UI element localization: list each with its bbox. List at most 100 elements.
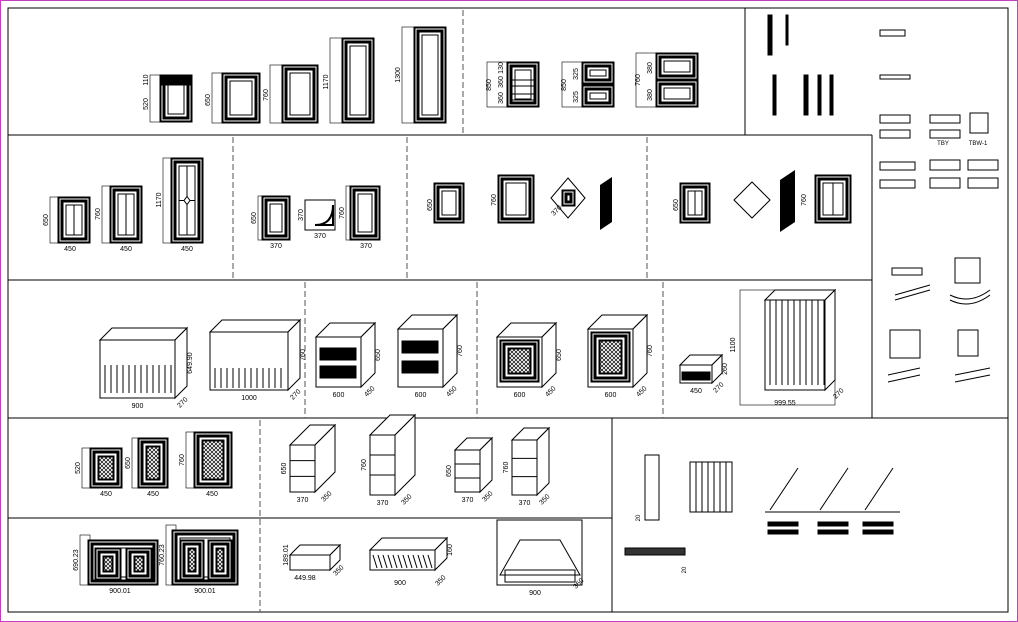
drawings [49, 14, 999, 586]
dimension-label: 650 [205, 94, 212, 106]
dimension-label: 760 [95, 208, 102, 220]
door-elevation [433, 182, 465, 224]
plate-rack-cabinet [98, 326, 189, 400]
open-shelf [453, 436, 494, 494]
dimension-label: 370 [377, 500, 389, 507]
dimension-label: 600 [605, 392, 617, 399]
dimension-label: 650 [251, 212, 258, 224]
dimension-label: 20 [636, 514, 642, 521]
dimension-label: 270 [712, 381, 725, 394]
dimension-label: 760 [300, 349, 307, 361]
dimension-label: 1170 [156, 192, 163, 207]
door-elevation [581, 84, 615, 108]
dimension-label: 450 [64, 246, 76, 253]
dimension-box [101, 185, 111, 244]
dimension-label: 520 [143, 98, 150, 110]
dimension-label: 270 [289, 388, 302, 401]
dimension-label: 600 [333, 392, 345, 399]
dimension-label: 350 [400, 493, 413, 506]
dimension-label: 370 [519, 500, 531, 507]
dimension-box [269, 64, 283, 124]
dimension-label: 760 [801, 194, 808, 206]
dimension-label: 450 [445, 385, 458, 398]
dimension-label: 450 [363, 385, 376, 398]
dimension-label: 900 [132, 403, 144, 410]
dimension-label: 650 [673, 199, 680, 211]
drawer-cabinet [396, 313, 459, 389]
dimension-label: 760 [647, 345, 654, 357]
dimension-label: 900.01 [194, 588, 216, 595]
dimension-label: 350 [434, 574, 447, 587]
dimension-box [81, 447, 91, 489]
dimension-label: 650 [125, 457, 132, 469]
dimension-label: 325 [573, 68, 580, 80]
dimension-label: 370 [270, 243, 282, 250]
drawer-cabinet [314, 321, 377, 389]
dimension-label: 520 [75, 462, 82, 474]
dimension-label: 370 [298, 209, 305, 221]
dimension-label: 360 [498, 92, 505, 104]
dimension-box [185, 431, 195, 489]
dimension-label: 110 [143, 74, 150, 85]
dimension-label: 760 [339, 207, 346, 219]
dimension-box [329, 37, 343, 124]
dimension-label: 380 [647, 89, 654, 101]
dimension-label: 450 [181, 246, 193, 253]
dimension-label: 1100 [730, 337, 737, 352]
glass-door [679, 182, 711, 224]
dimension-label: 350 [320, 490, 333, 503]
dimension-box [401, 26, 415, 124]
dimension-label: 650 [375, 349, 382, 361]
dimension-label: 370 [314, 233, 326, 240]
dimension-label: 1000 [241, 395, 257, 402]
dimension-label: 600 [415, 392, 427, 399]
dimension-label: 690.23 [73, 549, 80, 571]
dimension-label: 1300 [395, 67, 402, 83]
dimension-label: 650 [43, 214, 50, 226]
dimension-label: 760 [263, 89, 270, 101]
dimension-label: 370 [297, 497, 309, 504]
dimension-label: 130 [498, 62, 505, 74]
dimension-label: 650 [446, 465, 453, 477]
dimension-box [211, 72, 223, 124]
open-shelf [368, 413, 417, 497]
dimension-label: 450 [120, 246, 132, 253]
door-elevation [341, 37, 375, 124]
dimension-label: 650 [427, 199, 434, 211]
dimension-box [49, 196, 59, 244]
dimension-label: 760 [457, 345, 464, 357]
dimension-label: 450 [100, 491, 112, 498]
dimension-label: 1170 [323, 74, 330, 89]
door-elevation [281, 64, 319, 124]
dimension-label: 850 [486, 79, 493, 91]
dimension-label: 760.23 [159, 544, 166, 566]
dimension-label: 650 [556, 349, 563, 361]
panel-grid [7, 7, 1009, 613]
dimension-label: 450 [544, 385, 557, 398]
door-elevation [561, 189, 576, 207]
open-shelf [288, 423, 337, 494]
open-hutch [763, 288, 837, 392]
hutch-cabinet [208, 318, 302, 392]
door-elevation [413, 26, 447, 124]
dimension-label: 270 [176, 396, 189, 409]
dimension-label: 900.01 [109, 588, 131, 595]
door-elevation [261, 195, 291, 241]
outer-frame [7, 7, 1009, 613]
door-elevation [349, 185, 381, 241]
dimension-label: TBW-1 [969, 141, 988, 147]
door-elevation [655, 79, 699, 108]
door-elevation [655, 52, 699, 81]
door-elevation [497, 174, 535, 224]
dimension-label: 325 [573, 91, 580, 103]
dimension-label: 370 [462, 497, 474, 504]
dimension-label: 650 [281, 463, 288, 475]
dimension-box [162, 157, 172, 244]
door-elevation [581, 61, 615, 85]
dimension-label: 160 [447, 544, 454, 556]
dimension-label: 350 [481, 490, 494, 503]
dimension-label: 350 [572, 577, 585, 590]
dimension-label: 360 [498, 76, 505, 88]
dimension-label: 760 [179, 454, 186, 466]
dimension-label: 999.55 [774, 400, 796, 407]
